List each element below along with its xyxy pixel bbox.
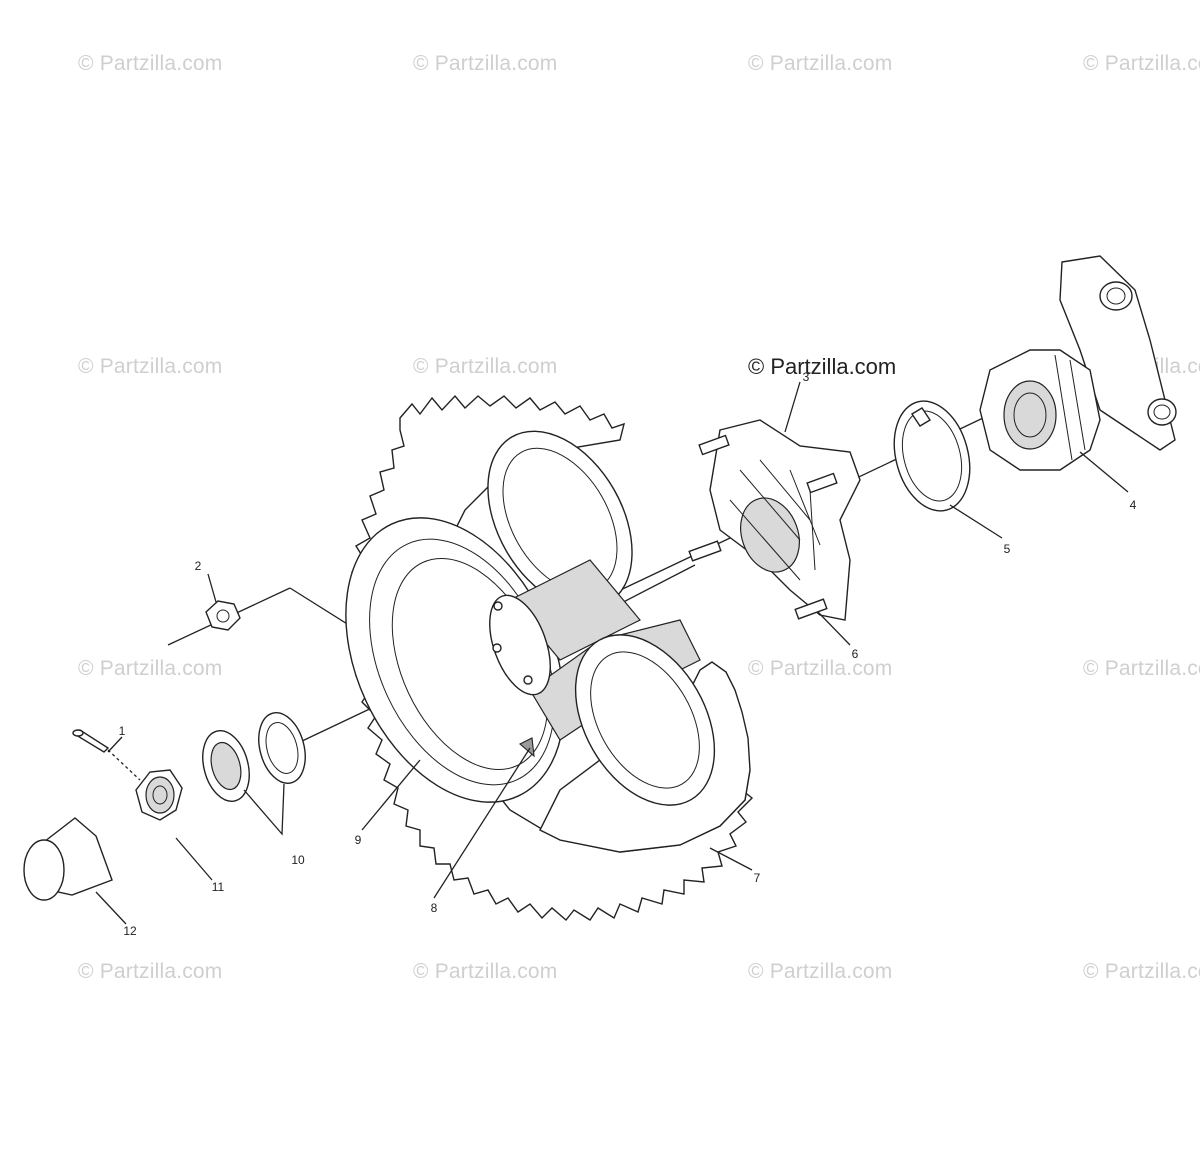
cotter-pin <box>72 729 110 753</box>
watermark: © Partzilla.com <box>1083 960 1200 983</box>
callout-7: 7 <box>754 871 761 885</box>
washer <box>202 730 250 802</box>
callout-2: 2 <box>195 559 202 573</box>
leader-12 <box>95 891 127 925</box>
wheel-hub <box>688 419 861 621</box>
leader-4 <box>1079 451 1129 493</box>
wheel-stud <box>806 472 838 494</box>
callout-5: 5 <box>1004 542 1011 556</box>
washer <box>258 712 306 784</box>
cotter-pin-path <box>107 749 141 781</box>
hub-cap <box>23 817 113 901</box>
leader-2 <box>207 573 217 603</box>
leader-11 <box>175 837 213 881</box>
callout-10: 10 <box>291 853 305 867</box>
lug-nut <box>205 600 241 631</box>
watermark: © Partzilla.com <box>413 355 558 378</box>
leader-3 <box>784 381 801 433</box>
callout-4: 4 <box>1130 498 1137 512</box>
leader-6 <box>817 611 851 646</box>
watermark: © Partzilla.com <box>413 960 558 983</box>
watermark: © Partzilla.com <box>1083 52 1200 75</box>
rim-hole <box>492 643 502 653</box>
callout-8: 8 <box>431 901 438 915</box>
watermark: © Partzilla.com <box>78 960 223 983</box>
callout-3: 3 <box>803 370 810 384</box>
wheel-rim <box>345 430 716 806</box>
leader-8 <box>433 747 531 899</box>
wheel-stud <box>688 540 722 562</box>
watermark: © Partzilla.com <box>78 52 223 75</box>
watermark: © Partzilla.com <box>78 355 223 378</box>
snap-ring <box>893 400 971 512</box>
wheel-stud <box>698 434 730 456</box>
watermark-main: © Partzilla.com <box>748 354 897 379</box>
leader-10 <box>243 783 285 836</box>
callout-6: 6 <box>852 647 859 661</box>
watermark: © Partzilla.com <box>1083 657 1200 680</box>
watermark: © Partzilla.com <box>748 960 893 983</box>
watermark: © Partzilla.com <box>748 52 893 75</box>
rim-hole <box>523 675 533 685</box>
callout-11: 11 <box>212 880 225 894</box>
watermark: © Partzilla.com <box>413 52 558 75</box>
leader-5 <box>949 504 1003 539</box>
leader-9 <box>361 759 421 831</box>
watermark: © Partzilla.com <box>748 657 893 680</box>
callout-1: 1 <box>119 724 126 738</box>
spindle-housing <box>979 255 1177 471</box>
callout-12: 12 <box>123 924 137 938</box>
wheel-stud <box>794 598 828 620</box>
watermark: © Partzilla.com <box>78 657 223 680</box>
callout-9: 9 <box>355 833 362 847</box>
leader-7 <box>709 847 753 871</box>
castle-nut <box>135 769 183 821</box>
rim-hole <box>493 601 503 611</box>
leader-1 <box>107 736 123 753</box>
valve-stem <box>519 737 535 758</box>
